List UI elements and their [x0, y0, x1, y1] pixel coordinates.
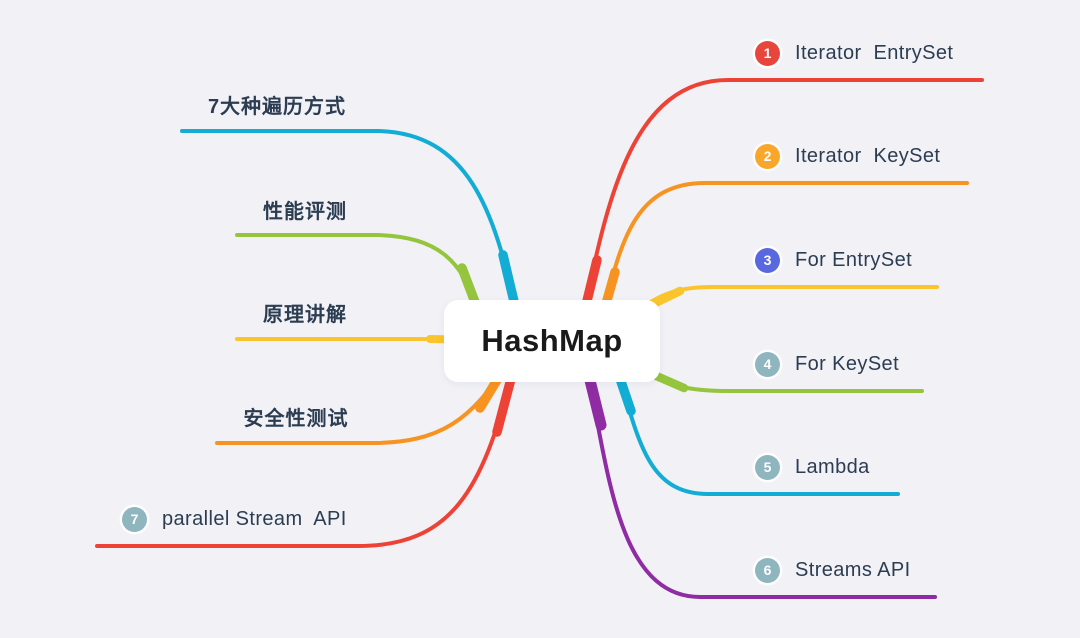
numbered-badge: 2 — [755, 143, 780, 169]
branch-label: For EntrySet — [795, 248, 913, 271]
branch-label: 7大种遍历方式 — [207, 95, 347, 118]
branch-label: 原理讲解 — [263, 303, 347, 326]
numbered-badge: 7 — [122, 506, 147, 532]
numbered-badge: 6 — [755, 557, 780, 583]
branch-node-left-3[interactable]: 原理讲解 — [263, 295, 347, 329]
branch-node-left-2[interactable]: 性能评测 — [263, 192, 347, 226]
branch-node-right-4[interactable]: 4 For KeySet — [755, 347, 899, 381]
branch-label: Iterator EntrySet — [795, 41, 954, 64]
branch-label: Streams API — [795, 558, 911, 581]
branch-node-left-1[interactable]: 7大种遍历方式 — [208, 87, 346, 121]
numbered-badge: 5 — [755, 454, 780, 480]
branch-label: Iterator KeySet — [795, 144, 941, 167]
branch-node-right-2[interactable]: 2 Iterator KeySet — [755, 139, 940, 173]
numbered-badge: 3 — [755, 247, 780, 273]
branch-node-right-3[interactable]: 3 For EntrySet — [755, 243, 912, 277]
branch-node-right-6[interactable]: 6 Streams API — [755, 553, 911, 587]
branch-node-left-5[interactable]: 7 parallel Stream API — [122, 502, 347, 536]
branch-node-right-1[interactable]: 1 Iterator EntrySet — [755, 36, 953, 70]
branch-line-left-5-root — [492, 370, 517, 437]
numbered-badge: 4 — [755, 351, 780, 377]
branch-label: 安全性测试 — [243, 407, 349, 430]
numbered-badge: 1 — [755, 40, 780, 66]
branch-label: 性能评测 — [263, 200, 347, 223]
branch-label: parallel Stream API — [162, 507, 347, 530]
branch-node-right-5[interactable]: 5 Lambda — [755, 450, 870, 484]
center-node[interactable]: HashMap — [444, 300, 660, 382]
branch-node-left-4[interactable]: 安全性测试 — [244, 399, 349, 433]
center-node-label: HashMap — [481, 323, 623, 358]
branch-label: Lambda — [795, 455, 870, 478]
branch-label: For KeySet — [795, 352, 900, 375]
